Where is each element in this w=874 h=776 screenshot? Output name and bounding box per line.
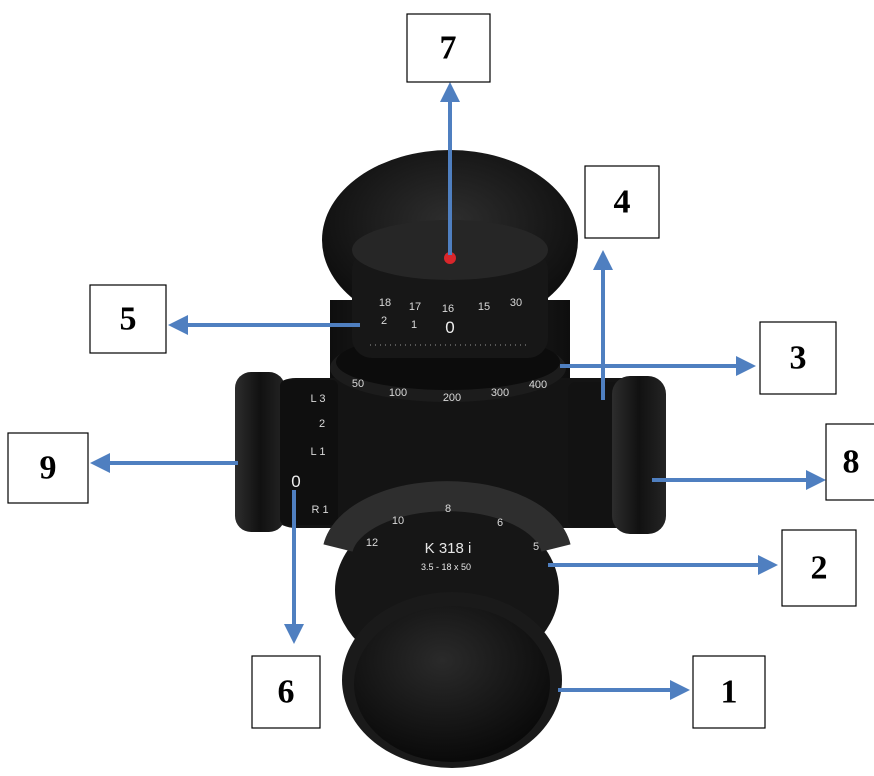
windage-number: R 1 [311,504,328,516]
zoom-number: 5 [533,541,539,553]
label-7: 7 [406,13,491,83]
zoom-number: 10 [392,515,404,527]
label-8-text: 8 [843,444,860,481]
label-4-text: 4 [614,184,631,221]
scope-magnification: 3.5 - 18 x 50 [421,562,471,572]
label-8: 8 [825,423,874,501]
scope-illustration: L 3 2 L 1 0 R 1 50 100 200 300 400 18 17 [235,150,666,768]
elevation-number: 0 [445,318,454,337]
label-6: 6 [251,655,321,729]
arrows [90,82,826,700]
zoom-number: 6 [497,517,503,529]
label-1: 1 [692,655,766,729]
windage-knob: L 3 2 L 1 0 R 1 [235,372,338,532]
label-3: 3 [759,321,837,395]
ocular-lens [342,592,562,768]
elevation-number: 15 [478,301,490,313]
label-4: 4 [584,165,660,239]
parallax-number: 400 [529,379,547,391]
turret-housing [262,378,662,528]
label-2-text: 2 [811,550,828,587]
label-9: 9 [7,432,89,504]
parallax-number: 200 [443,392,461,404]
parallax-number: 300 [491,387,509,399]
parallax-number: 100 [389,387,407,399]
zoom-number: 12 [366,537,378,549]
label-1-text: 1 [721,674,738,711]
windage-number: 0 [291,472,300,491]
windage-number: L 3 [311,393,326,405]
label-5: 5 [89,284,167,354]
elevation-number: 18 [379,297,391,309]
scope-model: K 318 i [425,540,472,557]
label-6-text: 6 [278,674,295,711]
elevation-number: 17 [409,301,421,313]
zoom-number: 8 [445,503,451,515]
windage-number: 2 [319,418,325,430]
elevation-number: 2 [381,315,387,327]
parallax-number: 50 [352,378,364,390]
turret-marker [444,252,456,264]
elevation-number: 30 [510,297,522,309]
windage-number: L 1 [311,446,326,458]
label-3-text: 3 [790,340,807,377]
elevation-number: 16 [442,303,454,315]
label-7-text: 7 [440,30,457,67]
label-5-text: 5 [120,301,137,338]
label-9-text: 9 [40,450,57,487]
label-2: 2 [781,529,857,607]
illumination-knob [568,376,666,534]
elevation-number: 1 [411,319,417,331]
